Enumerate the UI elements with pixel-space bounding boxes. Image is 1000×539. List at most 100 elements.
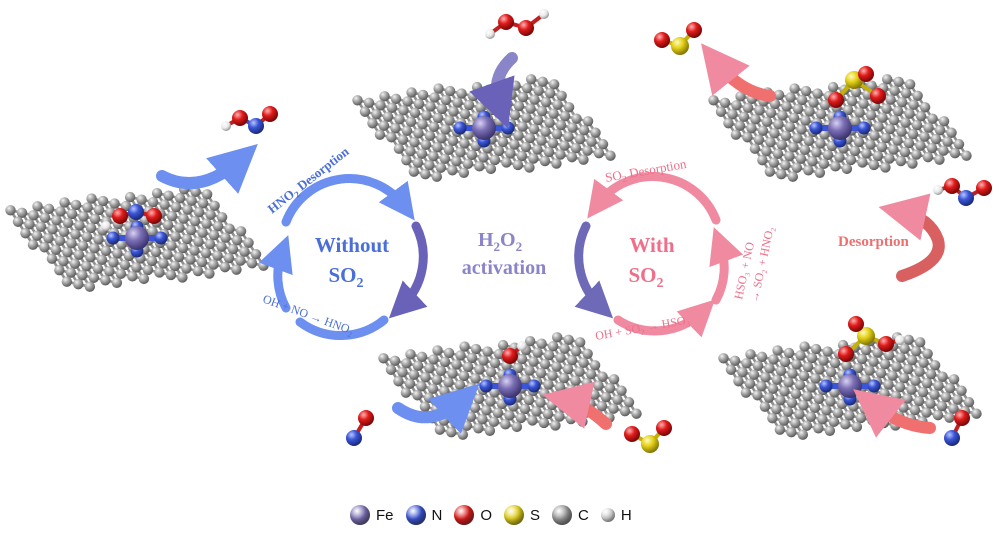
atom-h xyxy=(221,121,231,131)
nitrogen-atom xyxy=(809,121,823,135)
carbon-atom xyxy=(459,138,470,149)
carbon-atom xyxy=(593,148,605,159)
carbon-atom xyxy=(795,350,806,361)
carbon-atom xyxy=(764,166,776,177)
carbon-atom xyxy=(81,261,92,272)
fe-n4-site xyxy=(809,110,871,148)
carbon-atom xyxy=(853,136,865,148)
carbon-atom xyxy=(742,132,753,143)
carbon-atom xyxy=(177,272,188,283)
atom-o xyxy=(146,208,162,224)
legend-item-n: N xyxy=(405,505,442,525)
carbon-atom xyxy=(471,81,483,93)
carbon-atom xyxy=(822,149,834,161)
carbon-atom xyxy=(832,407,844,419)
carbon-atom xyxy=(462,361,474,373)
carbon-atom xyxy=(432,345,443,356)
carbon-atom xyxy=(791,359,802,370)
carbon-atom xyxy=(578,357,589,368)
carbon-atom xyxy=(421,110,432,121)
carbon-atom xyxy=(790,418,801,429)
carbon-atom xyxy=(631,408,642,419)
carbon-atom xyxy=(791,162,803,173)
carbon-atom xyxy=(457,429,469,440)
carbon-atom xyxy=(451,156,462,167)
carbon-atom xyxy=(536,338,547,349)
carbon-atom xyxy=(892,135,903,146)
carbon-atom xyxy=(431,171,443,182)
carbon-atom xyxy=(525,74,537,85)
carbon-atom xyxy=(367,118,378,129)
carbon-atom xyxy=(814,167,826,178)
carbon-atom xyxy=(802,361,814,373)
carbon-atom xyxy=(570,346,582,357)
carbon-atom xyxy=(801,420,813,431)
carbon-atom xyxy=(829,387,840,398)
carbon-atom xyxy=(432,112,444,124)
carbon-atom xyxy=(147,226,158,237)
atom-n xyxy=(958,190,974,206)
carbon-atom xyxy=(219,261,231,273)
carbon-atom xyxy=(900,117,911,128)
carbon-atom xyxy=(488,416,500,428)
carbon-atom xyxy=(764,363,775,374)
carbon-atom xyxy=(166,210,178,222)
carbon-atom xyxy=(456,88,467,99)
carbon-atom xyxy=(808,97,819,108)
carbon-atom xyxy=(563,131,574,142)
carbon-atom xyxy=(885,94,896,105)
carbon-atom xyxy=(855,412,867,424)
carbon-atom xyxy=(806,382,817,393)
carbon-atom xyxy=(398,105,409,116)
carbon-atom xyxy=(246,258,258,269)
carbon-atom xyxy=(513,100,525,112)
carbon-atom xyxy=(485,396,496,407)
carbon-atom xyxy=(929,360,941,371)
carbon-atom xyxy=(497,136,509,148)
carbon-atom xyxy=(796,94,808,106)
carbon-atom xyxy=(902,364,914,375)
carbon-atom xyxy=(182,204,193,215)
carbon-atom xyxy=(850,86,862,98)
carbon-atom xyxy=(786,427,797,438)
carbon-atom xyxy=(20,228,31,239)
carbon-atom xyxy=(429,92,440,103)
carbon-atom xyxy=(208,259,219,270)
carbon-atom xyxy=(780,160,791,171)
carbon-atom xyxy=(459,341,470,352)
carbon-atom xyxy=(466,352,478,364)
carbon-atom xyxy=(559,140,570,151)
carbon-atom xyxy=(416,148,428,159)
carbon-atom xyxy=(903,334,914,345)
atom-o xyxy=(954,410,970,426)
carbon-atom xyxy=(510,80,521,91)
carbon-atom xyxy=(748,369,760,380)
carbon-atom xyxy=(166,240,177,251)
carbon-atom xyxy=(371,109,382,120)
carbon-atom xyxy=(223,252,235,264)
carbon-atom xyxy=(467,90,479,102)
carbon-atom xyxy=(856,353,868,365)
carbon-atom xyxy=(559,111,571,122)
carbon-atom xyxy=(444,115,455,126)
legend-item-c: C xyxy=(552,505,589,525)
carbon-atom xyxy=(85,222,97,234)
carbon-atom xyxy=(47,224,58,235)
carbon-atom xyxy=(463,129,474,140)
carbon-atom xyxy=(807,156,818,167)
carbon-atom xyxy=(723,118,734,129)
carbon-atom xyxy=(795,153,807,164)
carbon-atom xyxy=(529,94,540,105)
carbon-atom xyxy=(733,376,744,387)
carbon-atom xyxy=(880,162,891,173)
carbon-atom xyxy=(814,364,825,375)
carbon-atom xyxy=(616,385,627,396)
carbon-atom xyxy=(450,418,461,429)
carbon-atom xyxy=(737,367,748,378)
fe-n4-site xyxy=(479,368,541,406)
legend-swatch-h xyxy=(600,508,615,522)
carbon-atom xyxy=(869,130,880,141)
left-center-line2: SO2 xyxy=(328,263,363,291)
carbon-atom xyxy=(887,370,898,381)
right-cycle-arc-top xyxy=(587,172,721,225)
